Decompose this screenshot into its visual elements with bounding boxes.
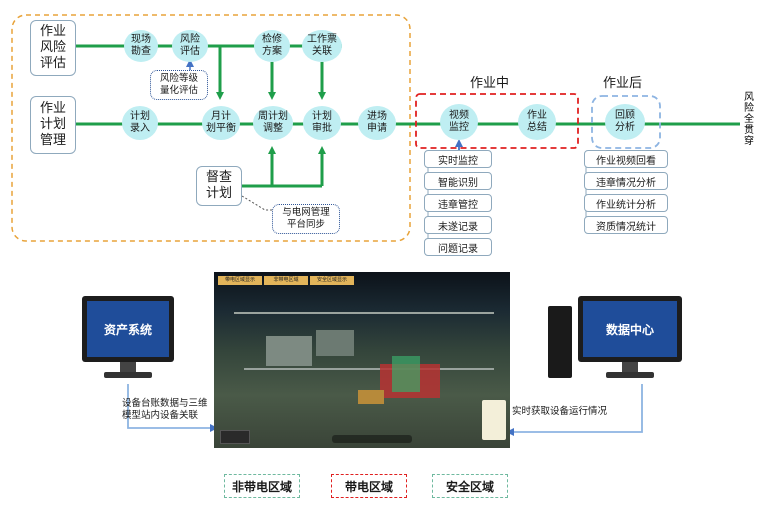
scene-toolbar[interactable] xyxy=(332,435,412,443)
right-caption: 实时获取设备运行情况 xyxy=(512,406,608,417)
during-item: 智能识别 xyxy=(424,172,492,190)
node-plan-entry: 计划 录入 xyxy=(122,106,158,140)
data-center-label: 数据中心 xyxy=(583,301,677,357)
scene-safe-zone xyxy=(392,356,420,392)
zone-live: 带电区域 xyxy=(331,474,407,498)
zone-safe: 安全区域 xyxy=(432,474,508,498)
scene-thumb[interactable] xyxy=(220,430,250,444)
scene-tab[interactable]: 带电区域显示 xyxy=(218,276,262,285)
left-link xyxy=(127,384,218,432)
data-center-monitor: 数据中心 xyxy=(578,296,682,362)
node-maintenance-plan: 检修 方案 xyxy=(254,30,290,62)
during-boundary xyxy=(415,93,579,149)
during-item: 违章管控 xyxy=(424,194,492,212)
grid-sync-note: 与电网管理 平台同步 xyxy=(272,204,340,234)
during-title: 作业中 xyxy=(470,76,510,91)
node-video-monitor: 视频 监控 xyxy=(440,104,478,140)
node-ticket-link: 工作票 关联 xyxy=(302,30,342,62)
pc-tower xyxy=(548,306,572,378)
scene-tab[interactable]: 安全区域显示 xyxy=(310,276,354,285)
after-item: 作业视频回看 xyxy=(584,150,668,168)
risk-grade-note: 风险等级 量化评估 xyxy=(150,70,208,100)
scene-transformer xyxy=(358,390,384,404)
scene-legend-panel xyxy=(482,400,506,440)
during-item: 问题记录 xyxy=(424,238,492,256)
node-review-analysis: 回顾 分析 xyxy=(605,104,645,140)
node-weekly-adjust: 周计划 调整 xyxy=(253,106,293,140)
monitor-stand xyxy=(120,362,136,372)
plan-management-box: 作业 计划 管理 xyxy=(30,96,76,154)
monitor-base xyxy=(606,372,654,378)
risk-through-label: 风 险 全 贯 穿 xyxy=(744,92,754,147)
scene-gantry xyxy=(244,368,494,370)
after-title: 作业后 xyxy=(603,76,643,91)
monitor-stand xyxy=(622,362,638,372)
node-site-survey: 现场 勘查 xyxy=(124,30,158,62)
during-item: 实时监控 xyxy=(424,150,492,168)
substation-3d-scene[interactable]: 带电区域显示 非带电区域 安全区域显示 xyxy=(214,272,510,448)
scene-tab[interactable]: 非带电区域 xyxy=(264,276,308,285)
left-caption: 设备台账数据与三维 模型站内设备关联 xyxy=(122,398,208,421)
after-boundary xyxy=(591,95,661,149)
risk-assessment-box: 作业 风险 评估 xyxy=(30,20,76,76)
inspection-plan-box: 督查 计划 xyxy=(196,166,242,206)
monitor-base xyxy=(104,372,152,378)
node-entry-request: 进场 申请 xyxy=(358,106,396,140)
after-item: 违章情况分析 xyxy=(584,172,668,190)
node-work-summary: 作业 总结 xyxy=(518,104,556,140)
asset-system-label: 资产系统 xyxy=(87,301,169,357)
after-item: 资质情况统计 xyxy=(584,216,668,234)
asset-system-monitor: 资产系统 xyxy=(82,296,174,362)
scene-building xyxy=(316,330,354,356)
right-link xyxy=(506,384,643,436)
scene-building xyxy=(266,336,312,366)
node-monthly-balance: 月计 划平衡 xyxy=(202,106,240,140)
zone-non-live: 非带电区域 xyxy=(224,474,300,498)
scene-gantry xyxy=(234,312,494,314)
after-item: 作业统计分析 xyxy=(584,194,668,212)
node-plan-approval: 计划 审批 xyxy=(303,106,341,140)
during-item: 未遂记录 xyxy=(424,216,492,234)
planning-boundary xyxy=(11,14,411,242)
node-risk-eval: 风险 评估 xyxy=(172,30,208,62)
